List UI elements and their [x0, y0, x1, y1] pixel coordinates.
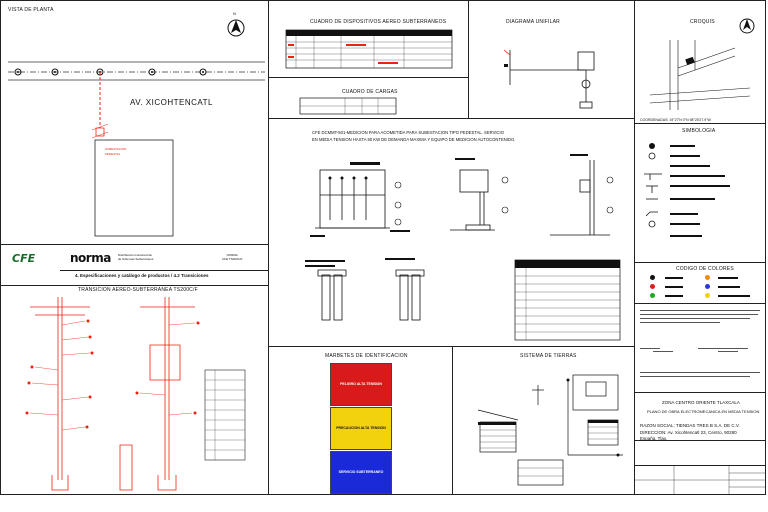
sketch-title: CROQUIS — [690, 19, 715, 25]
main-title-2: EN MEDIA TENSION HASTA 50 KW DE DEMANDA … — [312, 137, 516, 142]
transition-drawing — [25, 297, 246, 491]
divider-h8 — [634, 303, 766, 304]
single-line-diagram — [503, 49, 595, 109]
sketch-north-arrow-icon — [739, 18, 755, 34]
divider-h1 — [0, 244, 268, 245]
color-line-5 — [718, 286, 740, 288]
cfe-logo: CFE — [12, 252, 36, 265]
color-line-2 — [665, 286, 683, 288]
loads-table-title: CUADRO DE CARGAS — [342, 89, 398, 95]
divider-h2 — [0, 285, 268, 286]
devices-table-title: CUADRO DE DISPOSITIVOS AEREO SUBTERRANEO… — [310, 19, 447, 25]
devices-table — [285, 29, 453, 69]
warning-label-yellow-text: PRECAUCION ALTA TENSION — [336, 426, 386, 431]
specs-line: 4. Especificaciones y catálogo de produc… — [75, 273, 209, 278]
main-title-1: CFE DCMMT-501-MEDICION PARA ACOMETIDA PA… — [312, 130, 504, 135]
zone-name: ZONA CENTRO ORIENTE TLAXCALA — [662, 400, 740, 405]
loads-table — [299, 97, 397, 115]
grounding-drawing — [477, 374, 623, 486]
transition-title: TRANSICION AEREO-SUBTERRANEA TS200C/F — [78, 287, 198, 293]
plan-view-drawing: SUBESTACION PEDESTAL — [8, 61, 265, 237]
warning-label-red-text: PELIGRO ALTA TENSION — [340, 382, 382, 387]
pedestal-substation-drawing — [305, 154, 621, 341]
revision-table — [634, 465, 766, 495]
color-code-title: CODIGO DE COLORES — [676, 266, 734, 272]
color-dot-1 — [650, 275, 655, 280]
north-label: N — [233, 11, 236, 16]
svg-text:PEDESTAL: PEDESTAL — [105, 152, 121, 156]
color-line-6 — [718, 295, 750, 297]
plan-subtitle: PLANO DE OBRA ELECTROMECANICA EN MEDIA T… — [647, 409, 760, 414]
divider-h7 — [634, 262, 766, 263]
svg-text:SUBESTACION: SUBESTACION — [105, 147, 126, 151]
warning-label-red: PELIGRO ALTA TENSION — [330, 363, 392, 406]
divider-h5 — [268, 346, 634, 347]
norma-label: NORMA — [226, 253, 238, 257]
color-dot-3 — [650, 293, 655, 298]
sketch-map — [649, 40, 751, 110]
grounding-title: SISTEMA DE TIERRAS — [520, 353, 577, 359]
single-line-title: DIAGRAMA UNIFILAR — [506, 19, 560, 25]
norma-underline — [60, 270, 268, 271]
divider-v4 — [452, 346, 453, 495]
divider-v2 — [634, 0, 635, 495]
color-line-3 — [665, 295, 683, 297]
company-name: RAZON SOCIAL: TIENDAS TRES B S.A. DE C.V… — [640, 423, 740, 428]
warning-label-blue-text: SERVICIO SUBTERRANEO — [338, 470, 384, 475]
color-dot-4 — [705, 275, 710, 280]
norma-code-block: NORMA CFE TS200C/F — [222, 253, 242, 261]
divider-h10 — [634, 440, 766, 441]
symbology-list — [644, 143, 730, 237]
color-dot-2 — [650, 284, 655, 289]
warning-label-blue: SERVICIO SUBTERRANEO — [330, 451, 392, 494]
norma-subtitle-2: de Sistemas Subterráneos — [118, 257, 154, 261]
color-line-4 — [718, 277, 738, 279]
drawing-frame — [0, 0, 766, 495]
norma-logo: norma — [70, 251, 111, 265]
divider-v1 — [268, 0, 269, 495]
warning-label-yellow: PRECAUCION ALTA TENSION — [330, 407, 392, 450]
divider-h6 — [634, 123, 766, 124]
norma-subtitle: Distribución-Construcción de Sistemas Su… — [118, 253, 153, 261]
divider-h3 — [268, 77, 468, 78]
symbology-title: SIMBOLOGIA — [682, 128, 716, 134]
address-line-2: España, Tlax. — [640, 436, 668, 441]
divider-v3 — [468, 0, 469, 118]
coordinates: COORDENADAS: 19°27'N 0°N 98°25'27.9"W — [640, 118, 711, 122]
norma-subtitle-1: Distribución-Construcción — [118, 253, 153, 257]
color-line-1 — [665, 277, 683, 279]
plan-view-title: VISTA DE PLANTA — [8, 7, 54, 13]
street-name: AV. XICOHTENCATL — [130, 98, 213, 107]
divider-h4 — [268, 118, 634, 119]
color-code-grid — [650, 275, 760, 300]
north-arrow-icon — [227, 19, 245, 37]
notes-block — [640, 310, 760, 377]
color-dot-6 — [705, 293, 710, 298]
address-line-1: DIRECCION: Av. Xicohtencatl 23, Centro, … — [640, 430, 737, 435]
color-dot-5 — [705, 284, 710, 289]
divider-h11 — [634, 465, 766, 466]
warning-labels-title: MARBETES DE IDENTIFICACION — [325, 353, 408, 359]
norma-code: CFE TS200C/F — [222, 257, 243, 261]
divider-h9 — [634, 392, 766, 393]
